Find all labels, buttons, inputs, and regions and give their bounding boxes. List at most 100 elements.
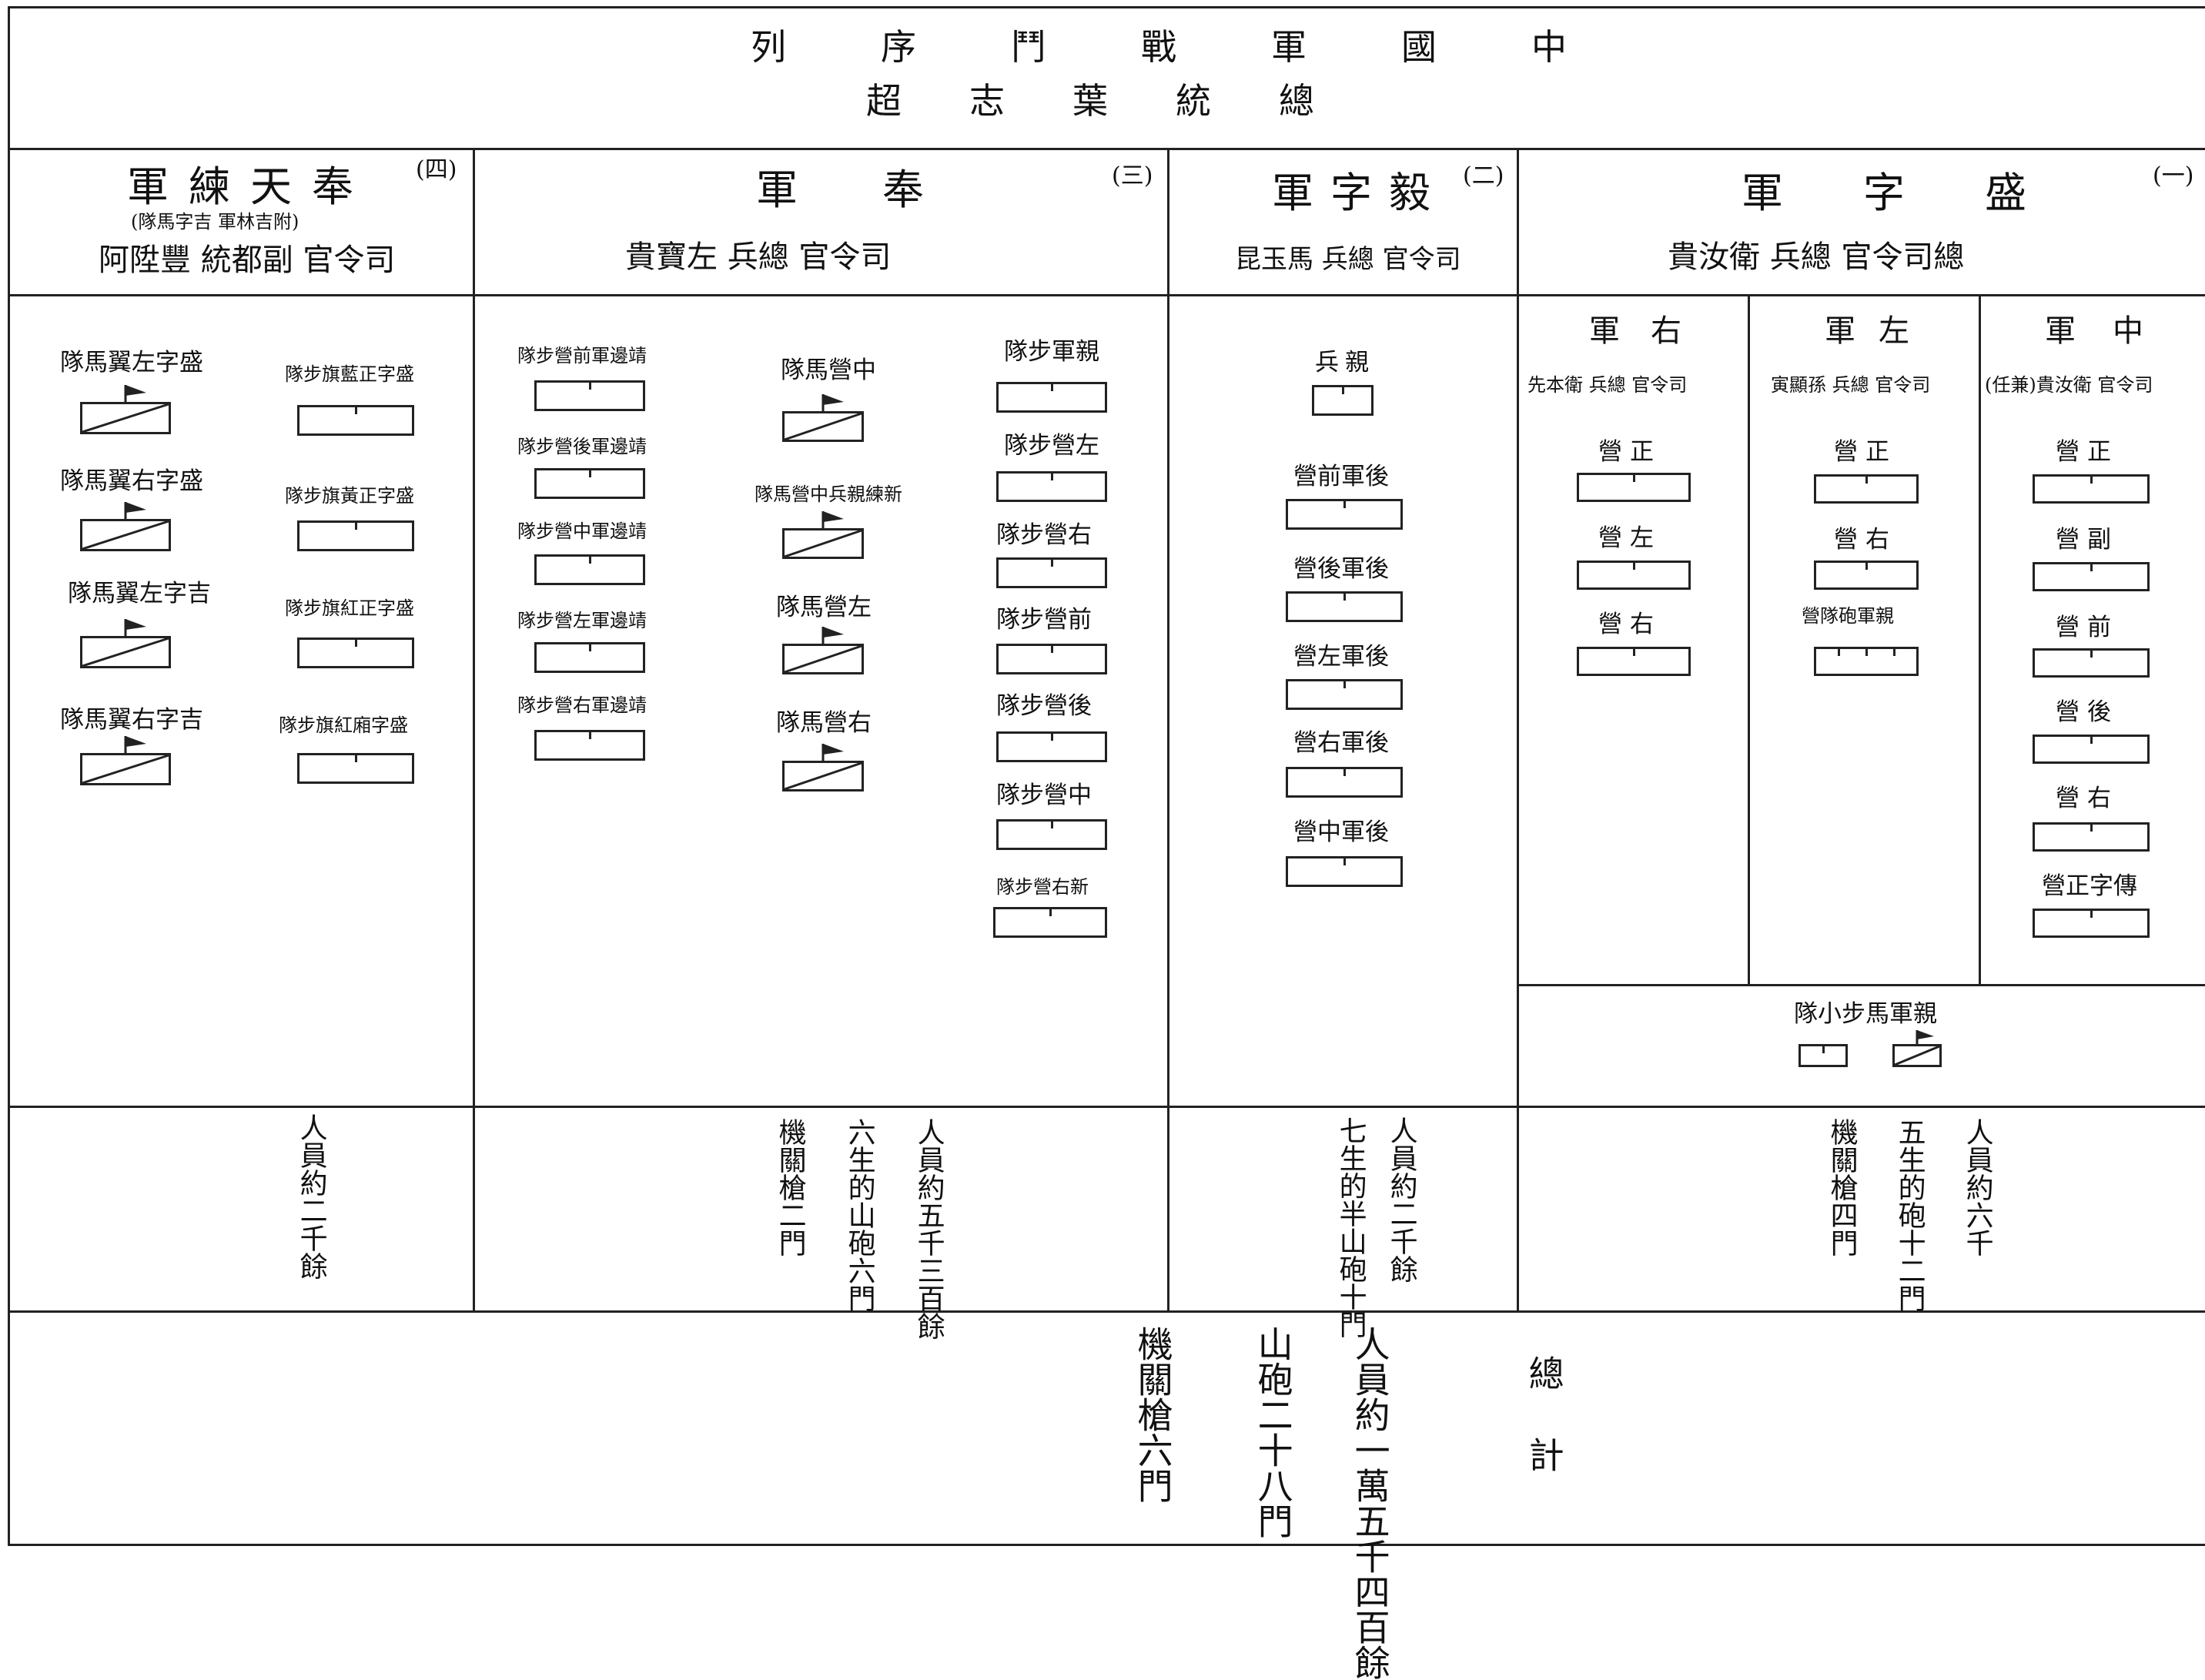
army-4-cavalry-label: 吉字右翼馬隊 — [60, 706, 203, 734]
army-1-number: (一) — [2153, 162, 2194, 189]
army-4-commander: 司令官 副都統 豐陞阿 — [99, 243, 396, 278]
division-center-unit: 正營 — [2056, 438, 2119, 466]
army-3-unit-label: 中營步隊 — [996, 781, 1092, 809]
commander-in-chief: 總統葉志超 — [866, 80, 1382, 122]
infantry-box — [1286, 591, 1403, 622]
army-3-stat: 機關槍二門 — [774, 1118, 806, 1257]
army-4-cavalry-label: 盛字右翼馬隊 — [60, 467, 203, 495]
infantry-box — [297, 638, 414, 668]
army-4-stat: 人員約二千餘 — [295, 1113, 327, 1280]
division-center-name: 中軍 — [2045, 313, 2180, 349]
total-row-divider — [8, 1310, 2205, 1313]
army-4-note: (附吉林軍 吉字馬隊) — [131, 211, 299, 233]
cavalry-flag-box — [80, 619, 171, 668]
army-3-unit-label: 右營馬隊 — [776, 709, 872, 737]
cavalry-flag-box — [80, 736, 171, 785]
army-2-unit-label: 後軍左營 — [1293, 643, 1389, 671]
cavalry-flag-box — [782, 744, 864, 791]
infantry-box — [2033, 822, 2150, 852]
infantry-box — [534, 730, 645, 761]
division-right-unit: 右營 — [1598, 611, 1661, 638]
army-3-unit-label: 左營馬隊 — [776, 594, 872, 621]
frame-bottom — [8, 1544, 2205, 1546]
cavalry-flag-box — [1892, 1030, 1942, 1067]
army-4-infantry-label: 盛字正藍旗步隊 — [285, 363, 414, 385]
army-4-infantry-label: 盛字正紅旗步隊 — [285, 597, 414, 619]
army-3-unit-label: 靖邊軍中營步隊 — [517, 520, 647, 542]
infantry-box — [2033, 909, 2150, 938]
infantry-box — [1814, 561, 1919, 590]
army-1-stat: 人員約六千 — [1961, 1118, 1993, 1257]
army-2-name: 毅字軍 — [1272, 169, 1447, 217]
total-item: 機關槍六門 — [1132, 1326, 1174, 1503]
division-left-unit: 右營 — [1834, 526, 1897, 554]
cavalry-flag-box — [80, 385, 171, 434]
infantry-box — [2033, 474, 2150, 504]
division-center-unit: 傳字正營 — [2042, 872, 2137, 900]
infantry-box — [534, 468, 645, 499]
division-center-commander: 司令官 衛汝貴(兼任) — [1985, 374, 2153, 396]
infantry-box — [2033, 648, 2150, 678]
infantry-box — [996, 382, 1107, 413]
division-center-unit: 前營 — [2056, 614, 2119, 641]
army-3-commander: 司令官 總兵 左寶貴 — [625, 239, 892, 275]
total-label: 總計 — [1523, 1355, 1565, 1518]
division-divider-a — [1748, 296, 1750, 986]
infantry-box — [534, 554, 645, 585]
infantry-box — [297, 520, 414, 551]
infantry-box — [1286, 856, 1403, 887]
division-center-unit: 右營 — [2056, 785, 2119, 812]
army-2-unit-label: 後軍中營 — [1293, 818, 1389, 846]
infantry-box — [996, 819, 1107, 850]
army-2-unit-label: 後軍右營 — [1293, 729, 1389, 757]
army-3-name: 奉軍 — [756, 166, 1009, 214]
army-3-unit-label: 右營步隊 — [996, 521, 1092, 549]
division-bottom-line — [1517, 984, 2205, 986]
infantry-box — [1286, 767, 1403, 798]
artillery-box — [1814, 647, 1919, 676]
infantry-box — [1286, 499, 1403, 530]
army-1-stat: 五生的砲十二門 — [1893, 1118, 1926, 1312]
army-4-name: 奉天練軍 — [127, 162, 373, 211]
column-divider-1 — [473, 148, 475, 1312]
cavalry-flag-box — [782, 511, 864, 559]
division-right-unit: 正營 — [1598, 438, 1661, 466]
army-2-unit-label: 親兵 — [1315, 349, 1375, 376]
cavalry-flag-box — [782, 394, 864, 442]
infantry-box — [2033, 562, 2150, 591]
army-1-shared-unit: 親軍馬步小隊 — [1794, 1000, 1937, 1028]
division-right-commander: 司令官 總兵 衛本先 — [1527, 374, 1688, 396]
infantry-box — [996, 731, 1107, 762]
army-3-unit-label: 後營步隊 — [996, 692, 1092, 720]
division-divider-b — [1979, 296, 1981, 986]
army-4-cavalry-label: 盛字左翼馬隊 — [60, 349, 203, 376]
infantry-box — [1312, 385, 1374, 416]
army-3-stat: 六生的山砲六門 — [843, 1118, 875, 1312]
infantry-box — [297, 405, 414, 436]
army-3-unit-label: 前營步隊 — [996, 606, 1092, 634]
infantry-box — [996, 644, 1107, 674]
infantry-box — [1286, 679, 1403, 710]
division-left-commander: 司令官 總兵 孫顯寅 — [1771, 374, 1931, 396]
army-3-unit-label: 靖邊軍右營步隊 — [517, 694, 647, 716]
division-left-name: 左軍 — [1825, 313, 1932, 349]
cavalry-flag-box — [782, 627, 864, 674]
army-3-unit-label: 親軍步隊 — [1004, 338, 1099, 366]
division-right-name: 右軍 — [1589, 313, 1712, 349]
page-title: 中國軍戰鬥序列 — [751, 26, 1661, 68]
army-2-unit-label: 後軍前營 — [1293, 463, 1389, 490]
infantry-box — [534, 642, 645, 673]
division-center-unit: 後營 — [2056, 698, 2119, 726]
army-4-cavalry-label: 吉字左翼馬隊 — [68, 580, 211, 607]
army-1-name: 盛字軍 — [1742, 169, 2106, 217]
division-center-unit: 副營 — [2056, 526, 2119, 554]
army-1-commander: 總司令官 總兵 衛汝貴 — [1668, 239, 1965, 275]
infantry-box — [1814, 474, 1919, 504]
cavalry-flag-box — [80, 502, 171, 551]
infantry-box — [1577, 473, 1691, 502]
name-row-divider — [8, 294, 2205, 296]
total-item: 山砲二十八門 — [1252, 1326, 1294, 1538]
header-divider — [8, 148, 2205, 150]
frame-left — [8, 6, 10, 1546]
infantry-box — [993, 907, 1107, 938]
